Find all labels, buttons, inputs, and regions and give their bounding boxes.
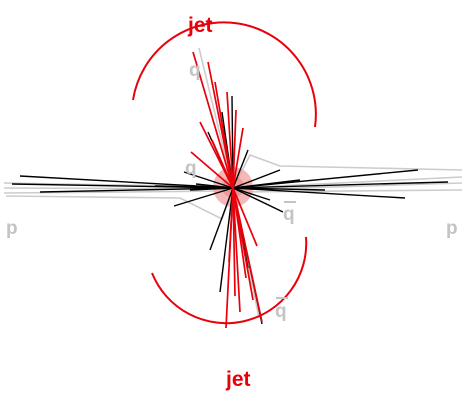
jet-cone-bottom	[151, 236, 308, 325]
track	[232, 179, 301, 189]
proton-label-left: p	[6, 218, 18, 239]
jet-track	[228, 187, 234, 263]
jet-track	[232, 187, 247, 279]
track	[232, 187, 271, 201]
track	[232, 187, 284, 213]
track	[232, 169, 281, 189]
jet-track	[232, 109, 237, 189]
jet-track	[226, 91, 234, 189]
track	[173, 187, 234, 207]
jet-track	[232, 187, 263, 323]
track	[232, 181, 449, 189]
jet-label-bottom: jet	[225, 368, 251, 391]
jet-track	[214, 81, 234, 189]
track	[232, 187, 406, 199]
track	[195, 183, 234, 189]
jet-track	[232, 187, 258, 247]
antiquark-letter: q	[283, 204, 295, 225]
track	[19, 175, 234, 189]
jet-tracks-bottom	[225, 187, 263, 329]
quark-label-mid: q	[185, 158, 197, 179]
jet-track	[211, 139, 234, 189]
jet-tracks-top	[190, 51, 244, 189]
beam-line-right-3	[235, 189, 463, 193]
antiquark-label-mid: q	[283, 201, 296, 225]
antiquark-letter: q	[275, 301, 287, 322]
beam-line-left-3	[3, 190, 231, 194]
jet-track	[192, 51, 234, 189]
antiquark-label-bottom: q	[275, 297, 288, 322]
jet-track	[190, 151, 234, 189]
track	[183, 171, 234, 189]
track	[219, 187, 234, 293]
track	[39, 187, 234, 193]
proton-label-right: p	[446, 218, 458, 239]
jet-track	[232, 127, 244, 189]
jet-label-top: jet	[187, 14, 213, 37]
track	[189, 187, 234, 191]
track	[232, 187, 326, 191]
quark-label-top: q	[189, 60, 201, 81]
track	[209, 187, 234, 251]
track	[232, 149, 249, 189]
parton-outgoing-q	[198, 47, 234, 189]
track	[154, 185, 234, 189]
jet-cone-top	[132, 21, 317, 128]
jet-track	[232, 187, 236, 297]
